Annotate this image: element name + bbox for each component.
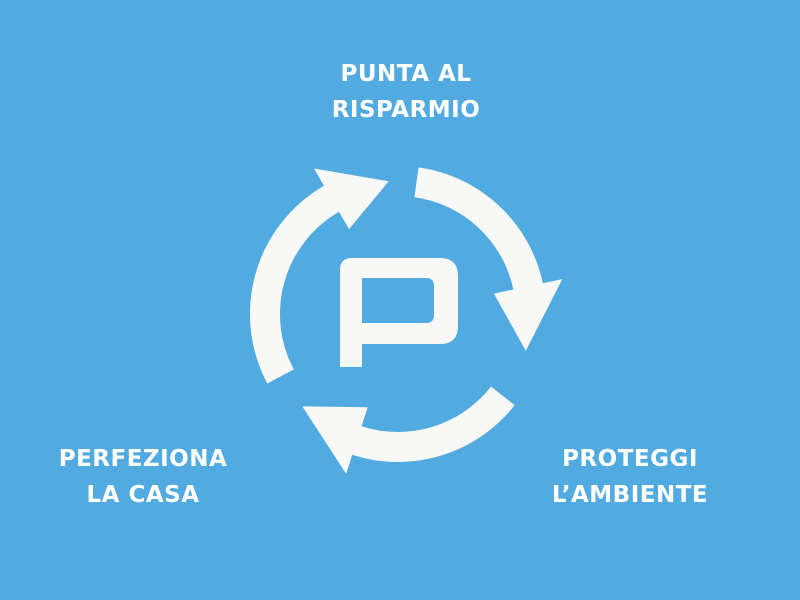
label-line: LA CASA xyxy=(86,482,200,508)
cycle-arrows xyxy=(249,167,563,474)
cycle-arrow-icon xyxy=(414,167,563,351)
label-line: PUNTA AL xyxy=(340,61,472,87)
p-logo-icon xyxy=(340,258,458,367)
label-proteggi-lambiente: PROTEGGI L’AMBIENTE xyxy=(500,441,760,513)
label-line: PROTEGGI xyxy=(562,446,698,472)
label-line: L’AMBIENTE xyxy=(551,482,709,508)
label-punta-al-risparmio: PUNTA AL RISPARMIO xyxy=(276,56,536,128)
label-line: PERFEZIONA xyxy=(58,446,228,472)
cycle-arrow-icon xyxy=(249,168,389,384)
cycle-arrow-icon xyxy=(302,386,515,474)
label-perfeziona-la-casa: PERFEZIONA LA CASA xyxy=(13,441,273,513)
label-line: RISPARMIO xyxy=(331,97,481,123)
